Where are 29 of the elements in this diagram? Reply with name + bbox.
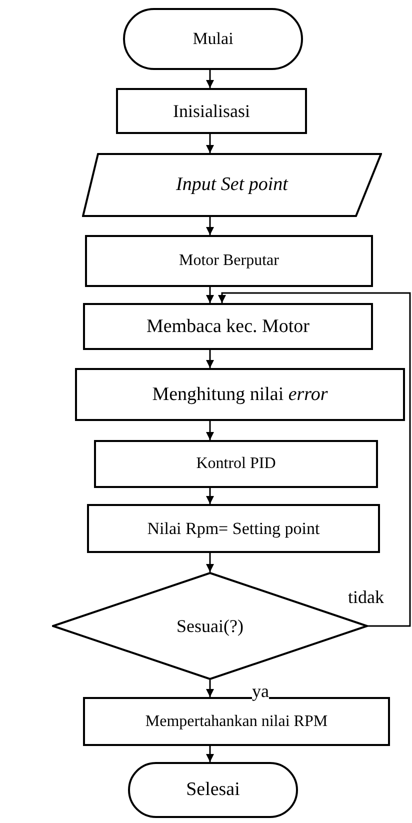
process-box <box>75 368 405 421</box>
node-label: Mempertahankan nilai RPM <box>145 712 328 732</box>
arrow <box>218 292 411 627</box>
process-box <box>85 235 373 287</box>
process-box <box>116 88 307 134</box>
arrow <box>206 421 214 440</box>
arrow <box>206 350 214 368</box>
node-label: Nilai Rpm= Setting point <box>147 518 320 540</box>
node-label: Sesuai(?) <box>176 614 244 638</box>
process-box <box>94 440 378 488</box>
process-box <box>83 303 373 350</box>
input-parallelogram <box>82 153 382 217</box>
arrow <box>206 553 214 572</box>
node-label: Membaca kec. Motor <box>146 314 310 338</box>
process-box <box>87 504 380 553</box>
arrow <box>206 488 214 504</box>
arrow <box>206 134 214 153</box>
node-label: Menghitung nilai error <box>152 382 328 406</box>
node-label: Kontrol PID <box>196 454 276 474</box>
arrow <box>206 680 214 697</box>
node-label: Selesai <box>186 778 240 802</box>
arrow <box>206 746 214 762</box>
arrow <box>206 70 214 88</box>
node-label: Input Set point <box>176 173 288 197</box>
arrow <box>206 217 214 235</box>
node-label: Mulai <box>192 28 234 50</box>
node-label: Inisialisasi <box>173 100 250 122</box>
arrow <box>206 287 214 303</box>
node-label: Motor Berputar <box>179 251 279 271</box>
